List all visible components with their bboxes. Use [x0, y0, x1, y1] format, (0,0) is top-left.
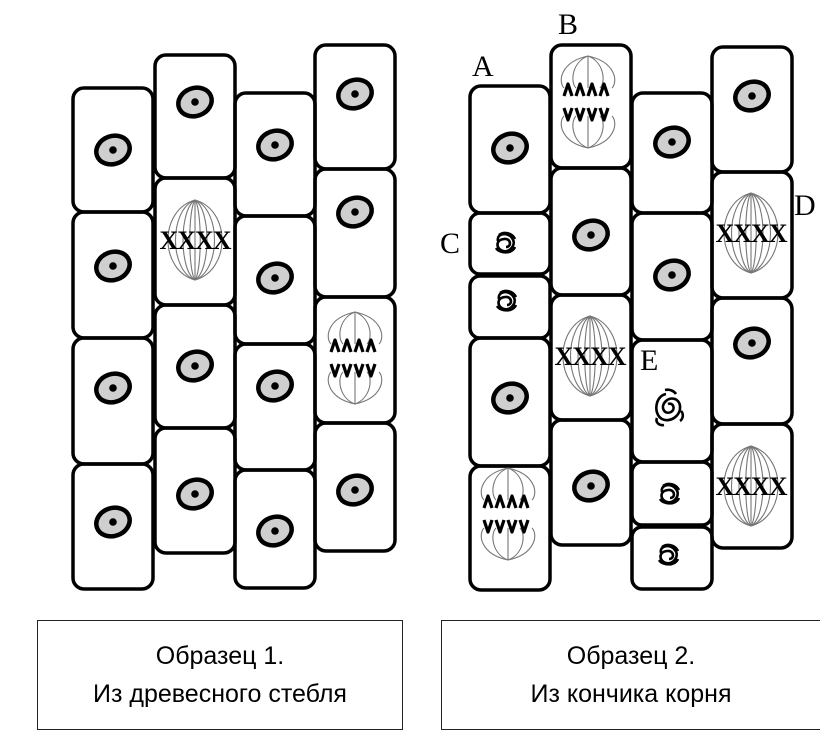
caption-sample-1-source: Из древесного стебля	[93, 680, 347, 708]
label-e: E	[640, 344, 658, 377]
caption-sample-2-source: Из кончика корня	[530, 680, 732, 708]
sample-2-cells	[468, 43, 794, 592]
label-b: B	[558, 8, 578, 41]
label-c: C	[440, 227, 460, 260]
sample-1-cells	[71, 43, 397, 591]
label-d: D	[794, 189, 816, 222]
label-a: A	[472, 50, 494, 83]
sample-2-nuclei	[479, 54, 789, 566]
caption-sample-1-title: Образец 1.	[155, 642, 285, 670]
caption-sample-2: Образец 2. Из кончика корня	[441, 620, 820, 730]
caption-sample-2-title: Образец 2.	[566, 642, 696, 670]
caption-sample-1: Образец 1. Из древесного стебля	[37, 620, 403, 730]
